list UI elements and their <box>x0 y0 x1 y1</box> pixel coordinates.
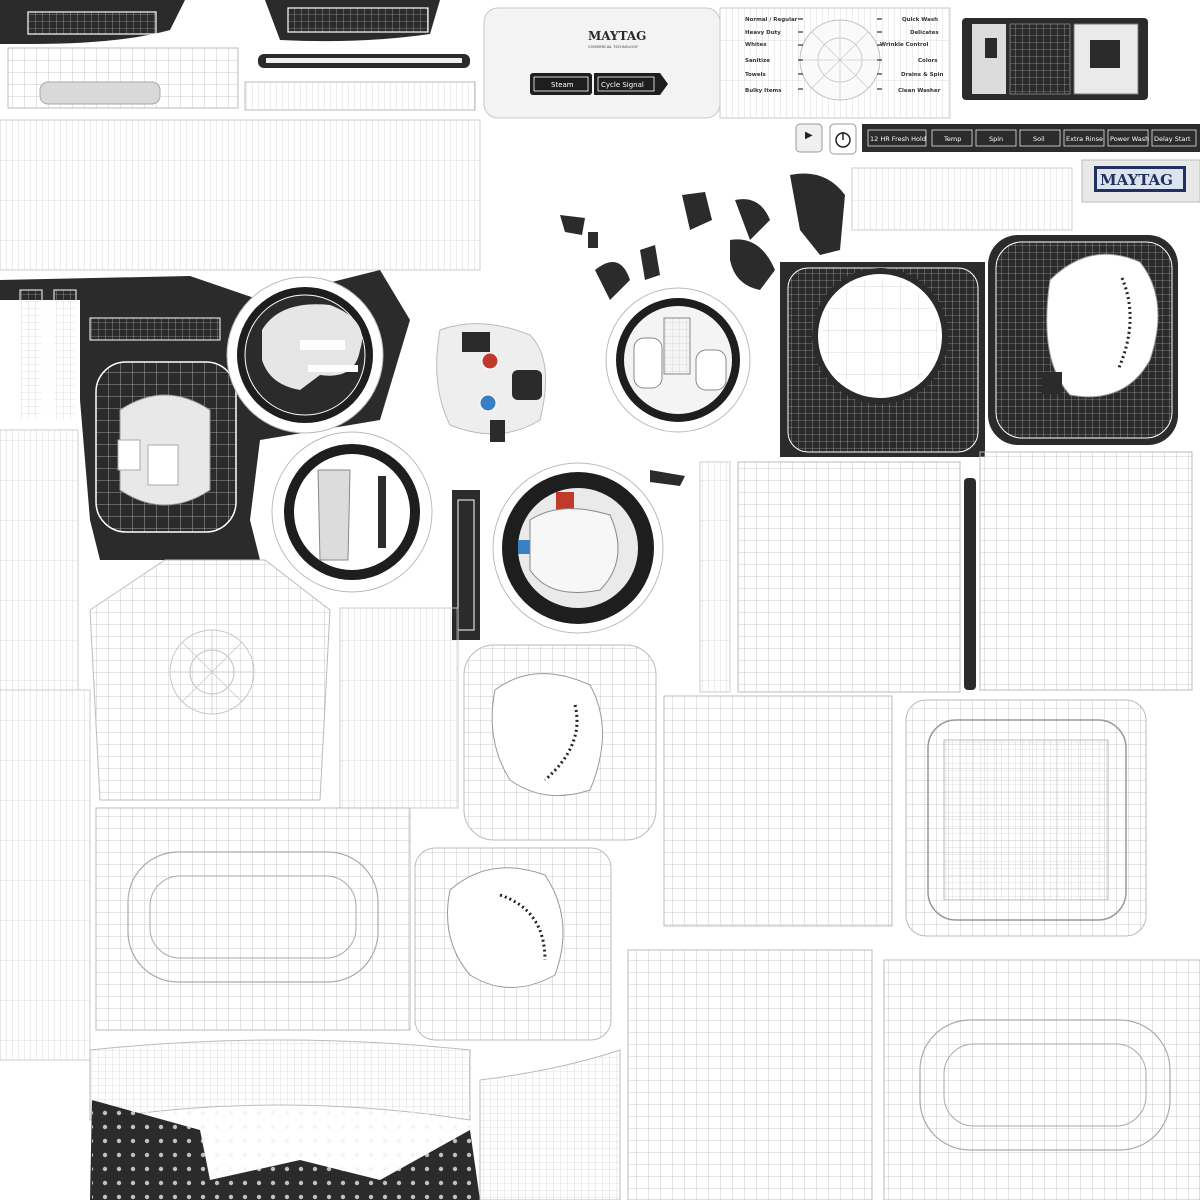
steam-button-label: Steam <box>551 81 574 89</box>
cycle-labels-right: Quick Wash Delicates Wrinkle Control Col… <box>880 17 943 94</box>
svg-text:Temp: Temp <box>943 135 961 143</box>
top-loader-dark-square <box>780 262 985 457</box>
cabinet-top <box>89 559 331 801</box>
control-panel: MAYTAG COMMERCIAL TECHNOLOGY Steam Cycle… <box>483 7 1148 119</box>
cycle-signal-button: Cycle Signal <box>594 73 668 95</box>
middle-strips <box>339 607 459 809</box>
svg-text:Delicates: Delicates <box>910 30 939 36</box>
agitator-panel-1 <box>463 644 657 841</box>
bottom-panel <box>627 949 873 1201</box>
left-lower-strips <box>0 689 91 1061</box>
back-panel <box>663 695 893 927</box>
svg-text:Quick Wash: Quick Wash <box>902 17 938 23</box>
cycle-ticks <box>798 18 882 90</box>
svg-text:Extra Rinse: Extra Rinse <box>1066 135 1103 143</box>
display-panel <box>962 18 1148 100</box>
top-left-shells <box>0 0 476 111</box>
door-ring-1 <box>226 276 384 434</box>
side-panel-left <box>737 461 961 693</box>
svg-text:MAYTAG: MAYTAG <box>1100 171 1173 189</box>
scattered-parts <box>560 173 845 486</box>
svg-text:Bulky Items: Bulky Items <box>745 88 782 94</box>
side-panel-right <box>979 451 1193 691</box>
option-strip: ▶ 12 HR Fresh Hold Temp Spin Soil Extra … <box>795 123 1200 155</box>
maytag-logo-text: MAYTAG <box>588 29 646 43</box>
curved-basin-left <box>95 807 411 1031</box>
agitator-panel-dark <box>988 235 1178 445</box>
steam-button: Steam <box>530 73 592 95</box>
svg-text:Delay Start: Delay Start <box>1154 135 1191 143</box>
front-trim <box>699 461 731 693</box>
svg-text:Power Wash: Power Wash <box>1110 135 1149 143</box>
svg-text:Soil: Soil <box>1033 135 1045 143</box>
side-panel-strip <box>0 119 481 271</box>
drum-inner <box>492 462 664 634</box>
svg-text:Clean Washer: Clean Washer <box>898 88 941 94</box>
side-trim <box>964 478 976 690</box>
curved-basin-right <box>883 959 1200 1201</box>
door-ring-2 <box>271 431 433 593</box>
gasket-strips <box>89 1039 621 1201</box>
center-parts <box>436 323 547 640</box>
svg-text:Towels: Towels <box>745 72 766 78</box>
svg-text:Drains & Spin: Drains & Spin <box>901 72 943 78</box>
svg-text:Heavy Duty: Heavy Duty <box>745 30 781 36</box>
svg-text:Colors: Colors <box>918 58 938 64</box>
svg-text:Spin: Spin <box>989 135 1003 143</box>
lid-frame <box>905 699 1147 937</box>
svg-text:Sanitize: Sanitize <box>745 58 770 64</box>
svg-text:Whites: Whites <box>745 42 767 48</box>
left-vertical-strips <box>0 429 79 691</box>
cycle-labels-left: Normal / Regular Heavy Duty Whites Sanit… <box>745 17 798 94</box>
tub-ring <box>605 287 751 433</box>
cycle-dial <box>799 19 881 101</box>
maytag-badge: MAYTAG <box>1081 159 1200 203</box>
svg-text:12 HR Fresh Hold: 12 HR Fresh Hold <box>870 135 926 143</box>
agitator-panel-2 <box>414 847 612 1041</box>
svg-text:Wrinkle Control: Wrinkle Control <box>880 42 929 48</box>
tagline-text: COMMERCIAL TECHNOLOGY <box>588 45 639 49</box>
svg-text:Normal / Regular: Normal / Regular <box>745 17 798 23</box>
play-pause-icon: ▶ <box>805 130 813 141</box>
lid-strip <box>851 167 1073 231</box>
cycle-signal-button-label: Cycle Signal <box>601 81 644 89</box>
